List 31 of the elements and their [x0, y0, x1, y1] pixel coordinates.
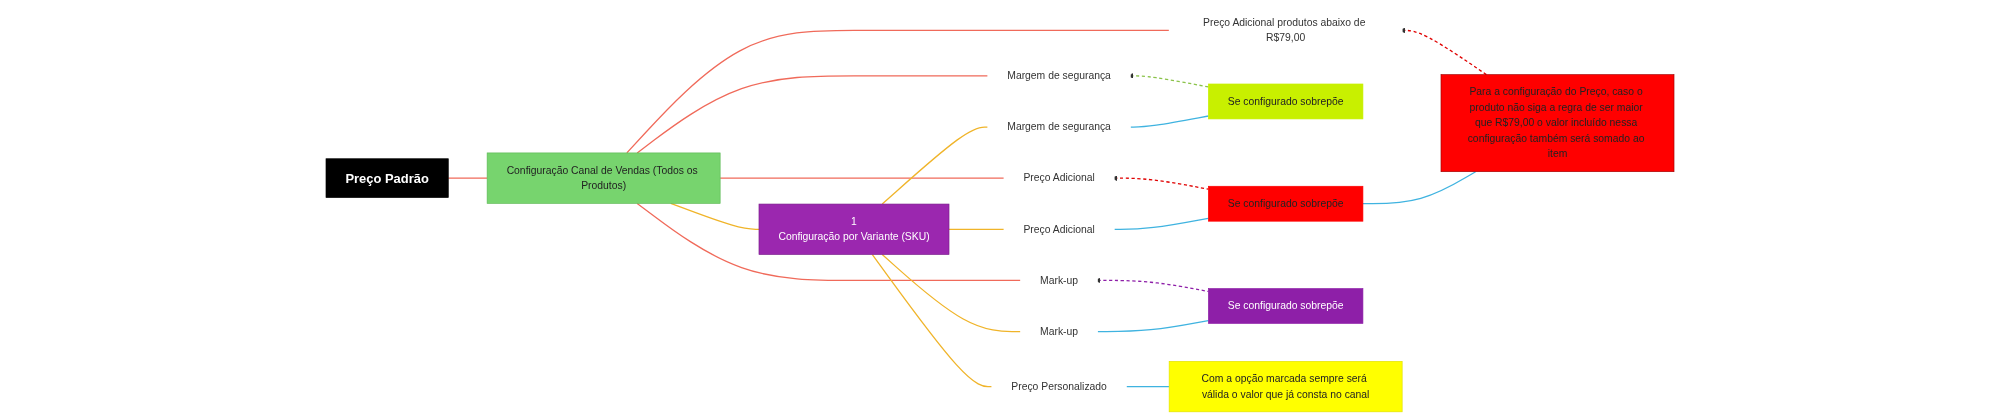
node-box: Preço Padrão	[325, 158, 449, 198]
connector	[881, 253, 1022, 333]
node-box: Se configurado sobrepõe	[1208, 288, 1364, 324]
connector	[1096, 319, 1209, 333]
node-box: 1 Configuração por Variante (SKU)	[758, 203, 950, 255]
connector	[636, 202, 1022, 282]
connector	[447, 177, 488, 179]
connector	[1113, 217, 1209, 230]
node-box: Se configurado sobrepõe	[1208, 83, 1364, 120]
node-box: Para a configuração do Preço, caso o produto não siga a regra de ser maior que R$79,00 o valor incluído nessa configuração também será somado ao item	[1440, 74, 1675, 172]
node-text: Margem de segurança	[1007, 121, 1111, 133]
node-text: Margem de segurança	[1007, 70, 1111, 82]
connector	[1125, 385, 1170, 388]
connector	[871, 253, 993, 388]
connector	[1129, 115, 1209, 128]
connector	[636, 75, 989, 154]
node-text: Preço Adicional produtos abaixo de R$79,00	[1203, 16, 1366, 44]
connector	[670, 202, 760, 230]
node-text: Preço Adicional	[1023, 223, 1095, 235]
node-box: Com a opção marcada sempre será válida o valor que já consta no canal	[1168, 361, 1403, 413]
connector	[1362, 171, 1477, 205]
connector	[881, 126, 989, 205]
node-text: Mark-up	[1040, 274, 1079, 286]
connector	[948, 228, 1005, 230]
connector	[719, 177, 1005, 179]
node-text: Mark-up	[1040, 325, 1079, 337]
node-box: Se configurado sobrepõe	[1208, 185, 1364, 222]
node-text: Preço Personalizado	[1011, 380, 1107, 392]
connector	[626, 29, 1170, 154]
node-text: Preço Adicional	[1023, 172, 1095, 184]
node-box: Configuração Canal de Vendas (Todos os Produtos)	[486, 152, 721, 204]
